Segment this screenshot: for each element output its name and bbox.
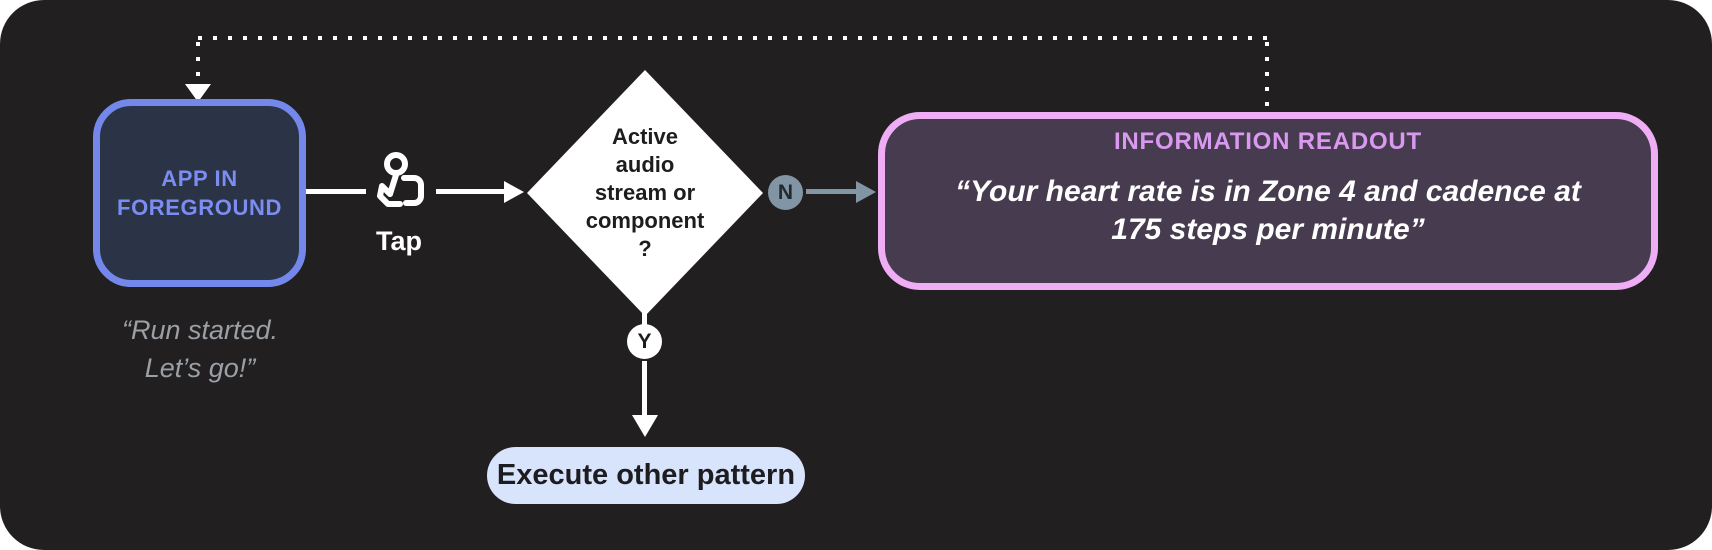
connector-yes-to-execute [642, 361, 647, 417]
loopback-arrowhead-down-icon [185, 84, 211, 102]
loopback-dotted-line-right-vertical [1265, 42, 1269, 112]
branch-yes-letter: Y [637, 329, 652, 353]
connector-tap-arrowhead-icon [504, 181, 524, 203]
loopback-dotted-line-horizontal [198, 36, 1269, 40]
decision-diamond-label: Active audio stream or component ? [585, 124, 705, 261]
app-in-foreground-label: APP IN FOREGROUND [117, 165, 282, 220]
connector-app-to-tap [306, 189, 366, 194]
app-in-foreground-node: APP IN FOREGROUND [93, 99, 306, 287]
tap-gesture-icon [377, 152, 424, 207]
connector-decision-to-yes [642, 303, 647, 327]
information-readout-card: INFORMATION READOUT “Your heart rate is … [878, 112, 1658, 290]
branch-no-badge: N [768, 175, 803, 210]
loopback-dotted-line-left-vertical [196, 42, 200, 84]
tap-label: Tap [376, 226, 422, 256]
connector-no-to-readout [806, 189, 858, 194]
connector-yes-arrowhead-icon [632, 415, 658, 437]
app-voice-caption: “Run started. Let’s go!” [121, 315, 279, 383]
decision-diamond-shape [527, 70, 763, 316]
branch-yes-badge: Y [627, 324, 662, 359]
execute-other-pattern-label: Execute other pattern [496, 459, 796, 491]
connector-tap-to-decision [436, 189, 506, 194]
connector-no-arrowhead-icon [856, 181, 876, 203]
information-readout-title: INFORMATION READOUT [1113, 128, 1423, 155]
execute-other-pattern-node: Execute other pattern [487, 447, 805, 504]
branch-no-letter: N [777, 180, 794, 204]
information-readout-quote: “Your heart rate is in Zone 4 and cadenc… [955, 175, 1581, 247]
